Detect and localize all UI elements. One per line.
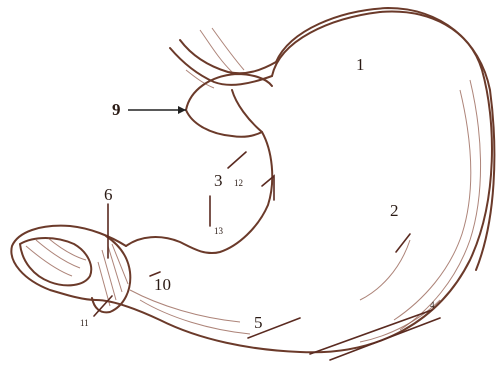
label-5: 5 — [254, 313, 263, 332]
leader-2 — [396, 234, 410, 252]
label-4: 4 — [430, 300, 435, 310]
arrowhead-9 — [178, 106, 186, 114]
label-9: 9 — [112, 100, 121, 119]
duodenum — [11, 226, 130, 313]
label-3: 3 — [214, 171, 223, 190]
labels: 1 2 3 4 5 6 9 10 11 12 13 — [80, 55, 435, 332]
label-12: 12 — [234, 178, 243, 188]
leader-4 — [310, 310, 432, 354]
label-10: 10 — [154, 275, 171, 294]
label-6: 6 — [104, 185, 113, 204]
stomach-body — [96, 8, 494, 352]
label-11: 11 — [80, 318, 89, 328]
leader-3 — [228, 152, 246, 168]
label-13: 13 — [214, 226, 224, 236]
leader-4b — [330, 318, 440, 360]
cardia-region — [186, 74, 272, 137]
label-1: 1 — [356, 55, 365, 74]
esophagus — [170, 28, 276, 88]
label-2: 2 — [390, 201, 399, 220]
